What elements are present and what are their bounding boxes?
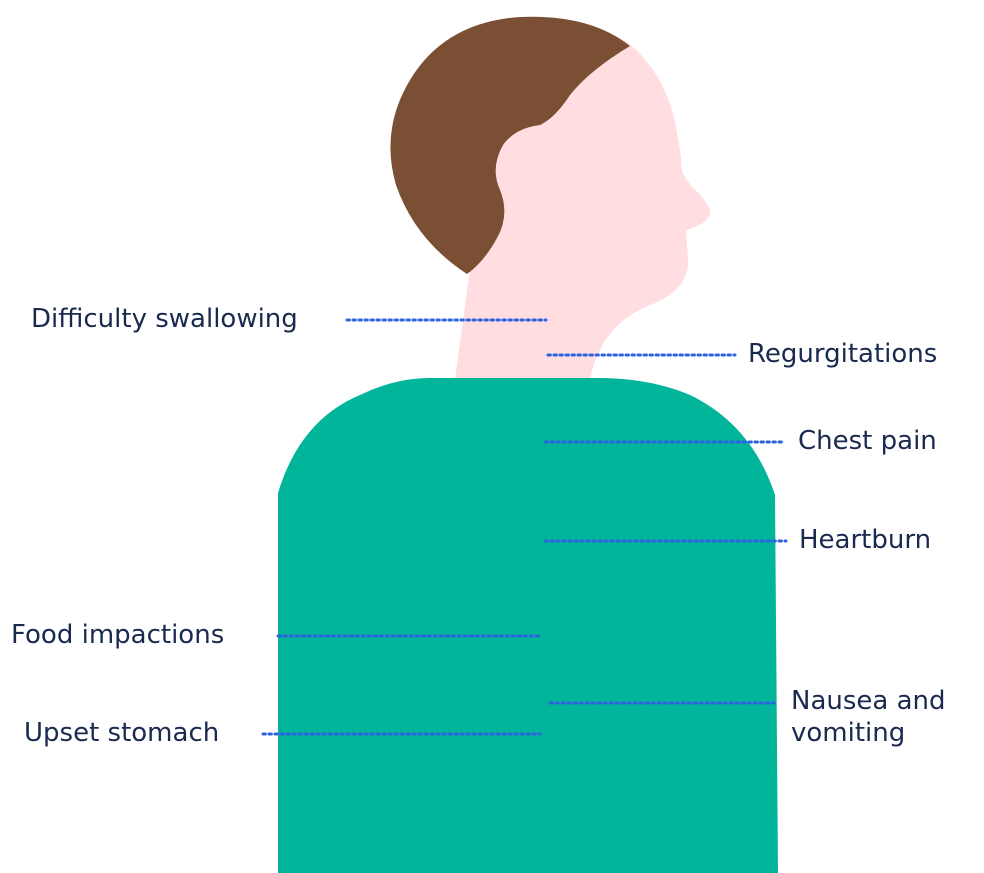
nausea-vomiting-label: Nausea and vomiting bbox=[791, 685, 981, 749]
torso-shape bbox=[278, 378, 778, 873]
upset-stomach-label: Upset stomach bbox=[24, 717, 219, 749]
nausea-line-2: vomiting bbox=[791, 717, 981, 749]
heartburn-label: Heartburn bbox=[799, 524, 931, 556]
difficulty-swallowing-label: Difficulty swallowing bbox=[31, 303, 298, 335]
regurgitations-label: Regurgitations bbox=[748, 338, 937, 370]
chest-pain-label: Chest pain bbox=[798, 425, 937, 457]
nausea-line-1: Nausea and bbox=[791, 685, 981, 717]
food-impactions-label: Food impactions bbox=[11, 619, 224, 651]
